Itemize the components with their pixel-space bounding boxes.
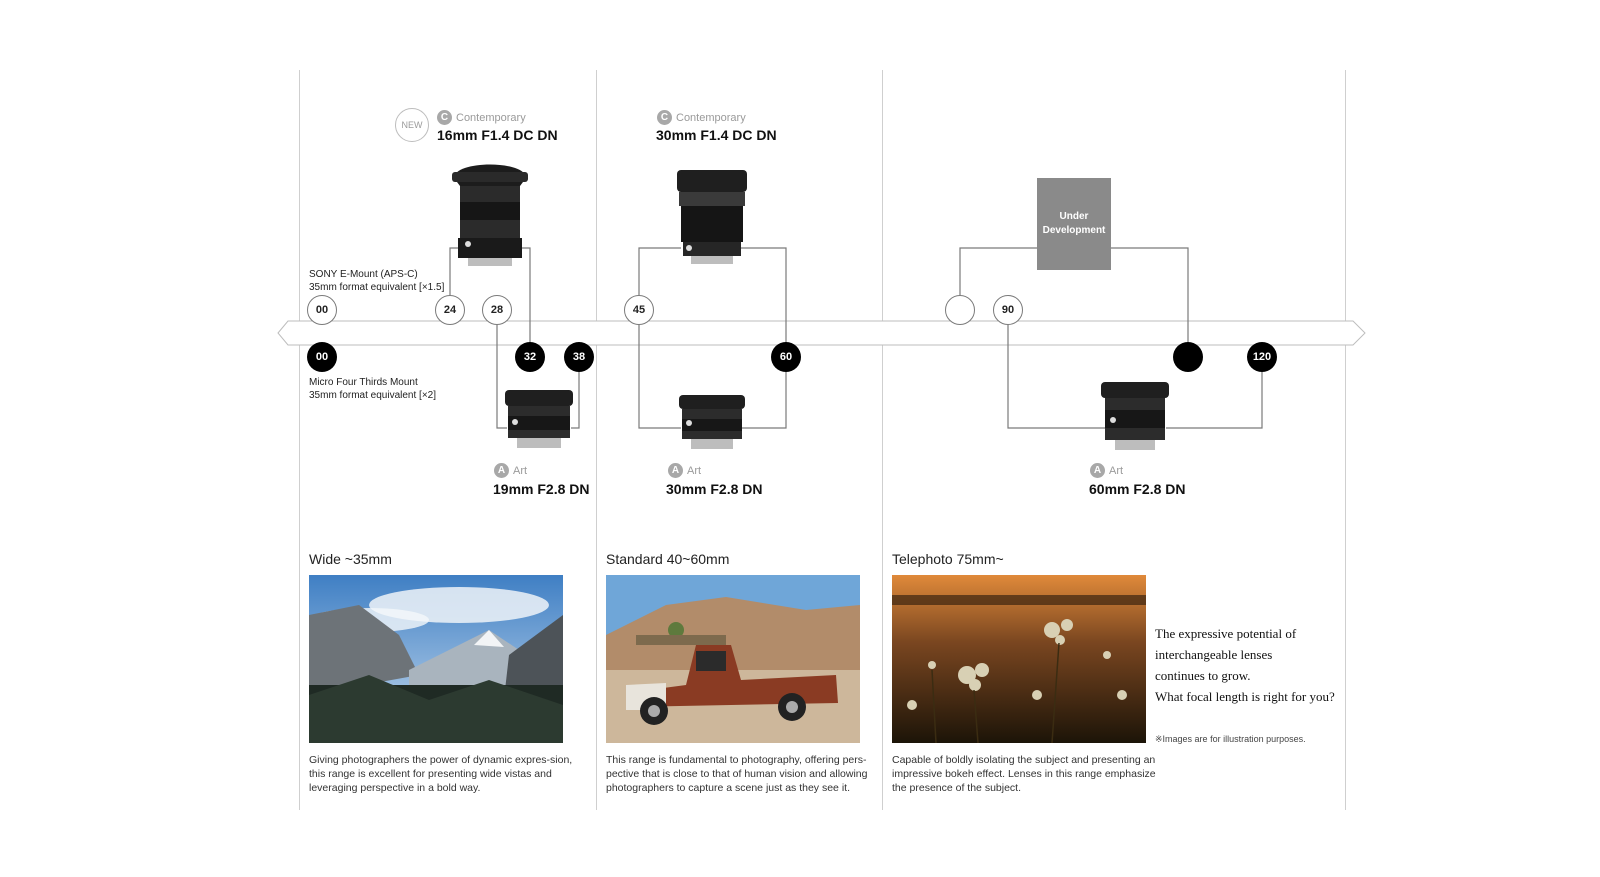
illustration-note: ※Images are for illustration purposes. xyxy=(1155,734,1306,744)
sony-mount-label: SONY E-Mount (APS-C) 35mm format equival… xyxy=(309,268,444,294)
sony-focal-marker: 00 xyxy=(307,295,337,325)
art-badge: A Art xyxy=(668,463,701,478)
sony-focal-marker: 45 xyxy=(624,295,654,325)
art-line-icon: A xyxy=(668,463,683,478)
new-badge: NEW xyxy=(395,108,429,142)
standard-truck-photo xyxy=(606,575,860,743)
art-line-icon: A xyxy=(1090,463,1105,478)
sony-focal-marker-blank xyxy=(945,295,975,325)
lens-line-label: Contemporary xyxy=(456,111,526,124)
sony-focal-marker: 28 xyxy=(482,295,512,325)
art-badge: A Art xyxy=(494,463,527,478)
lens-30mm-f28-image xyxy=(679,395,745,449)
lens-line-label: Art xyxy=(1109,464,1124,477)
lens-16mm-image xyxy=(452,164,528,266)
contemporary-badge: C Contemporary xyxy=(657,110,746,125)
m43-focal-marker: 60 xyxy=(771,342,801,372)
lens-30mm-f14-image xyxy=(677,170,747,264)
sony-mount-name: SONY E-Mount (APS-C) xyxy=(309,269,418,280)
sony-focal-marker: 90 xyxy=(993,295,1023,325)
lens-name-30mm-f14: 30mm F1.4 DC DN xyxy=(656,127,777,143)
tagline-line: What focal length is right for you? xyxy=(1155,689,1335,704)
lens-19mm-image xyxy=(505,390,573,448)
lens-line-label: Art xyxy=(513,464,528,477)
art-line-icon: A xyxy=(494,463,509,478)
wide-description: Giving photographers the power of dynami… xyxy=(309,754,573,794)
lens-name-16mm: 16mm F1.4 DC DN xyxy=(437,127,558,143)
divider-left xyxy=(299,70,300,810)
m43-focal-marker: 38 xyxy=(564,342,594,372)
sony-focal-marker: 24 xyxy=(435,295,465,325)
m43-focal-marker: 120 xyxy=(1247,342,1277,372)
m43-mount-name: Micro Four Thirds Mount xyxy=(309,377,418,388)
section-title-tele: Telephoto 75mm~ xyxy=(892,551,1004,567)
lens-line-label: Contemporary xyxy=(676,111,746,124)
telephoto-flowers-photo xyxy=(892,575,1146,743)
m43-mount-factor: 35mm format equivalent [×2] xyxy=(309,390,437,401)
m43-focal-marker: 32 xyxy=(515,342,545,372)
divider-wide-standard xyxy=(596,70,597,810)
section-title-wide: Wide ~35mm xyxy=(309,551,392,567)
contemporary-badge: C Contemporary xyxy=(437,110,526,125)
sony-mount-factor: 35mm format equivalent [×1.5] xyxy=(309,282,445,293)
divider-right xyxy=(1345,70,1346,810)
art-badge: A Art xyxy=(1090,463,1123,478)
m43-focal-marker-blank xyxy=(1173,342,1203,372)
tagline: The expressive potential of interchangea… xyxy=(1155,623,1335,707)
divider-standard-tele xyxy=(882,70,883,810)
tagline-line: continues to grow. xyxy=(1155,668,1251,683)
wide-landscape-photo xyxy=(309,575,563,743)
lens-line-label: Art xyxy=(687,464,702,477)
lens-60mm-image xyxy=(1101,382,1169,450)
tagline-line: The expressive potential of xyxy=(1155,626,1297,641)
m43-mount-label: Micro Four Thirds Mount 35mm format equi… xyxy=(309,376,436,402)
lens-name-30mm-f28: 30mm F2.8 DN xyxy=(666,481,763,497)
standard-description: This range is fundamental to photography… xyxy=(606,754,868,794)
contemporary-line-icon: C xyxy=(437,110,452,125)
under-development-box: Under Development xyxy=(1037,178,1111,270)
contemporary-line-icon: C xyxy=(657,110,672,125)
lens-name-19mm: 19mm F2.8 DN xyxy=(493,481,590,497)
tagline-line: interchangeable lenses xyxy=(1155,647,1273,662)
tele-description: Capable of boldly isolating the subject … xyxy=(892,754,1156,794)
section-title-standard: Standard 40~60mm xyxy=(606,551,730,567)
lens-name-60mm: 60mm F2.8 DN xyxy=(1089,481,1186,497)
m43-focal-marker: 00 xyxy=(307,342,337,372)
